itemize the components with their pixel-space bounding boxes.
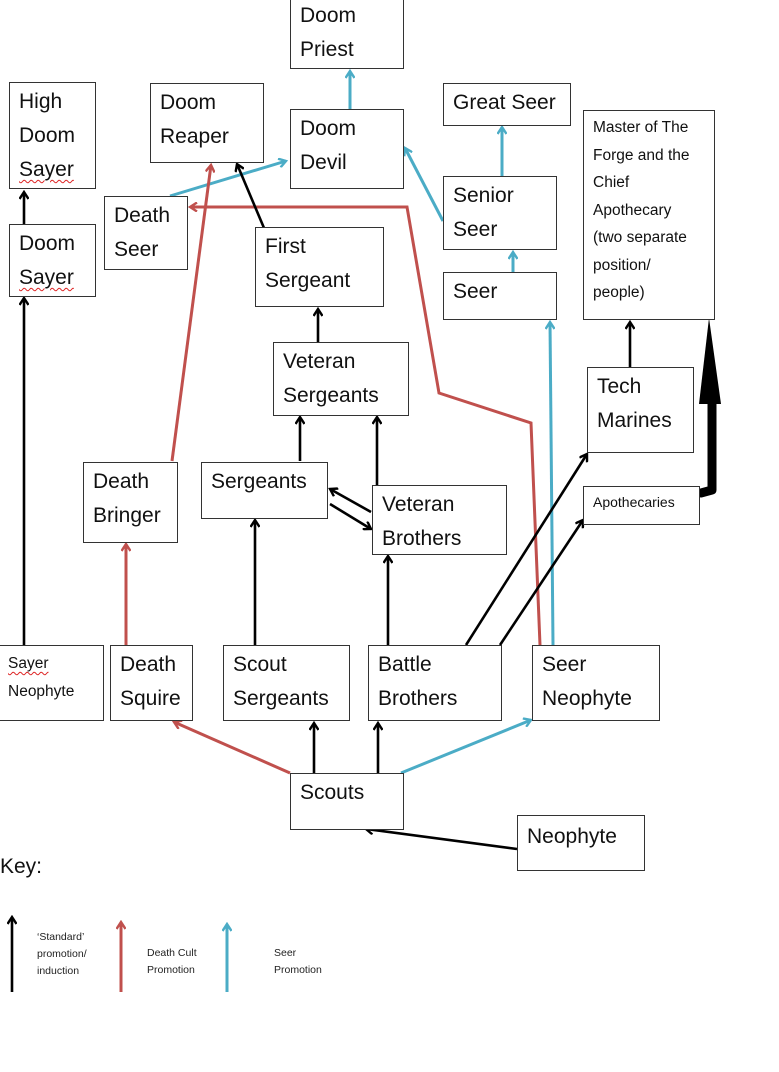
key-standard-label: ‘Standard’ promotion/ induction (37, 931, 87, 977)
edge-seer-neophyte-to-seer (550, 322, 553, 646)
edge-scouts-to-seer-neophyte (400, 720, 531, 775)
node-great-seer: Great Seer (443, 83, 571, 126)
edge-apothecaries-to-master-forge (696, 318, 721, 498)
node-senior-seer: Senior Seer (443, 176, 557, 250)
node-death-seer: Death Seer (104, 196, 188, 270)
node-doom-reaper: Doom Reaper (150, 83, 264, 163)
label: Doom (19, 232, 76, 255)
label-sayer: Sayer (19, 158, 74, 181)
key-title: Key: (0, 855, 43, 878)
edge-senior-seer-to-doom-devil (405, 148, 445, 222)
node-battle-brothers: Battle Brothers (368, 645, 502, 721)
edge-first-sergeant-to-doom-reaper (237, 164, 266, 229)
node-scout-sergeants: Scout Sergeants (223, 645, 350, 721)
node-veteran-brothers: Veteran Brothers (372, 485, 507, 555)
edge-seer-neophyte-to-death-seer (190, 207, 542, 646)
node-apothecaries: Apothecaries (583, 486, 700, 525)
label-sayer: Sayer (19, 266, 74, 289)
node-scouts: Scouts (290, 773, 404, 830)
node-doom-devil: Doom Devil (290, 109, 404, 189)
node-veteran-sergeants: Veteran Sergeants (273, 342, 409, 416)
node-doom-priest: Doom Priest (290, 0, 404, 69)
edge-neophyte-to-scouts (366, 829, 518, 851)
edge-battle-brothers-to-tech-marines (464, 454, 587, 646)
label: Neophyte (8, 682, 75, 700)
key-death-cult-label: Death Cult Promotion (147, 947, 197, 976)
node-death-squire: Death Squire (110, 645, 193, 721)
node-master-forge: Master of The Forge and the Chief Apothe… (583, 110, 715, 320)
edge-veteran-brothers-to-sergeants (330, 489, 372, 514)
edge-death-seer-to-doom-devil (169, 161, 286, 198)
node-neophyte: Neophyte (517, 815, 645, 871)
key-arrows (12, 917, 227, 992)
key-seer-label: Seer Promotion (274, 947, 322, 976)
node-death-bringer: Death Bringer (83, 462, 178, 543)
edge-battle-brothers-to-apothecaries (498, 520, 583, 646)
node-seer-neophyte: Seer Neophyte (532, 645, 660, 721)
edge-sergeants-to-veteran-brothers (329, 502, 371, 529)
label-sayer: Sayer (8, 655, 49, 672)
edge-scouts-to-death-squire (174, 722, 291, 775)
edge-death-bringer-to-doom-reaper (170, 165, 211, 462)
node-sergeants: Sergeants (201, 462, 328, 519)
node-seer: Seer (443, 272, 557, 320)
node-tech-marines: Tech Marines (587, 367, 694, 453)
node-first-sergeant: First Sergeant (255, 227, 384, 307)
